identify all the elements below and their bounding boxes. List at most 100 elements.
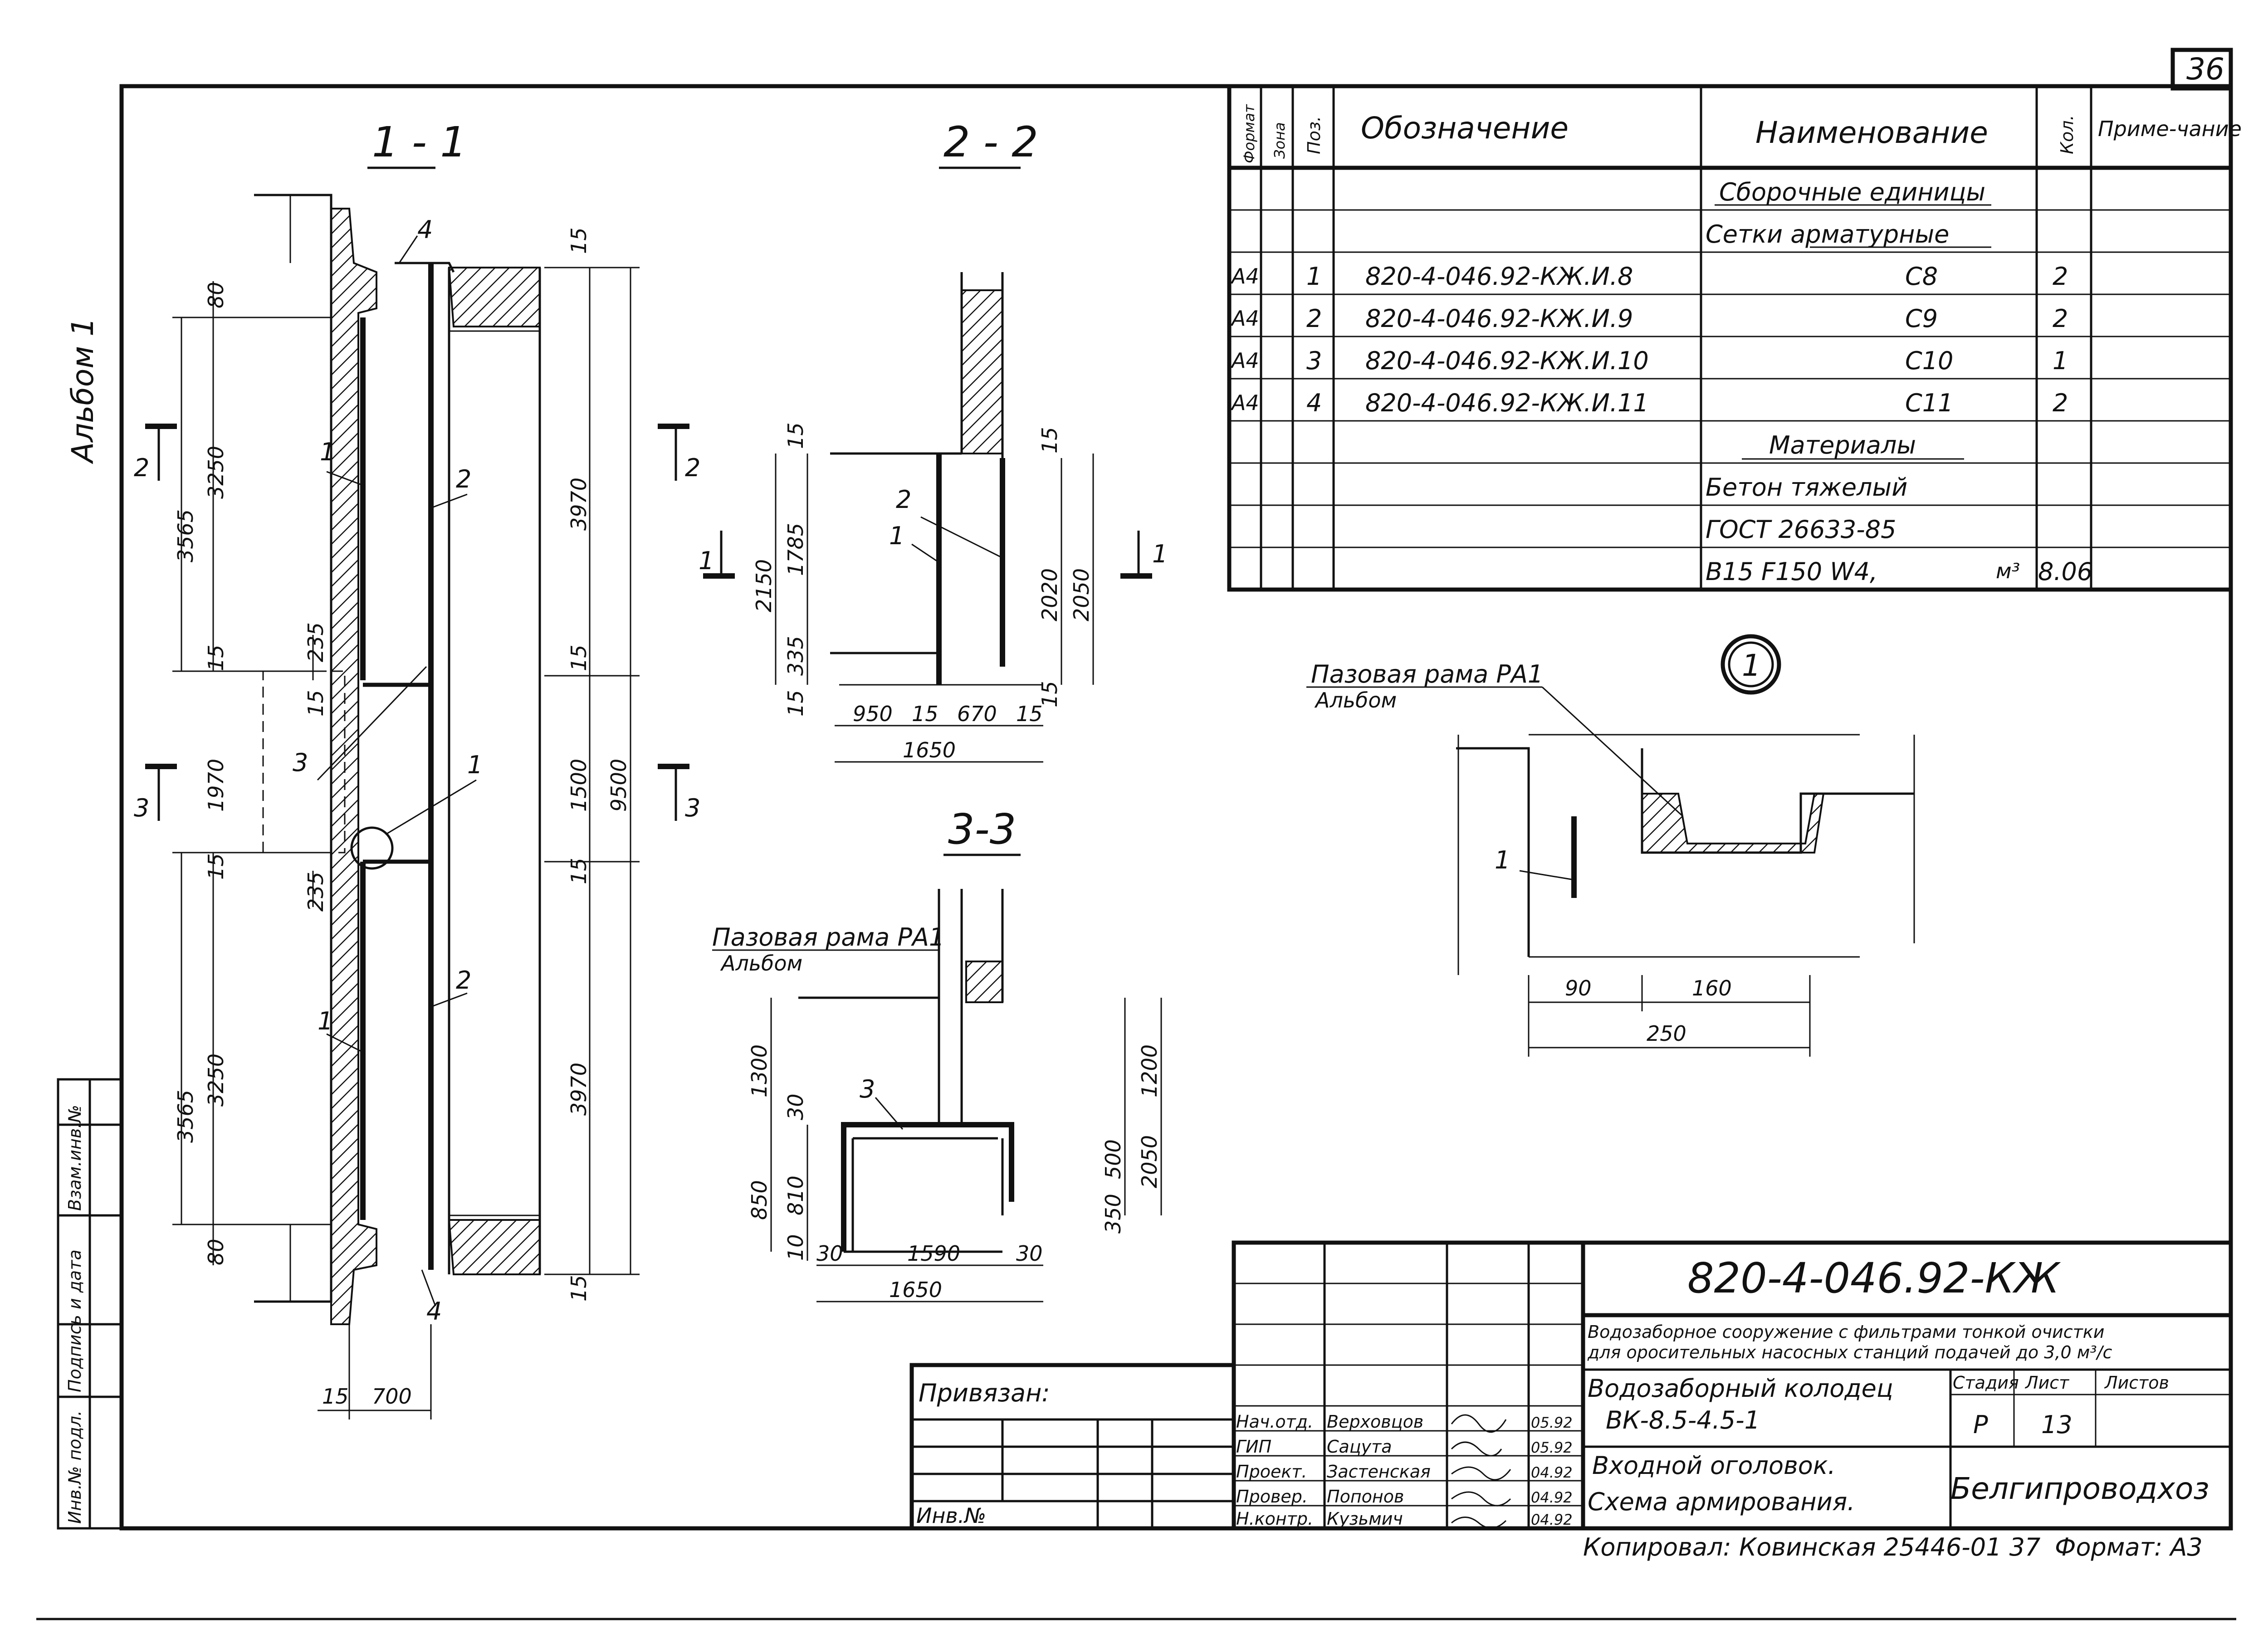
album-label: Альбом 1 — [65, 317, 100, 464]
cut-22-1-right: 1 — [1152, 540, 1168, 568]
th-designation: Обозначение — [1361, 111, 1569, 146]
role-date-4: 04.92 — [1531, 1511, 1573, 1528]
dim-11-3250-bottom: 3250 — [204, 1054, 228, 1107]
dim-11-15-b: 15 — [303, 690, 328, 717]
spec-row-8-name: ГОСТ 26633-85 — [1706, 515, 1896, 544]
spec-row-9-name: В15 F150 W4, — [1706, 557, 1877, 586]
dim-33-810: 810 — [783, 1176, 808, 1215]
spec-row-4-name: С10 — [1905, 346, 1953, 375]
spec-row-4-format: А4 — [1230, 348, 1259, 373]
cut-11-3-left: 3 — [134, 794, 149, 822]
th-qty: Кол. — [2057, 115, 2077, 154]
dim-33-30-a: 30 — [783, 1093, 808, 1120]
left-stamp — [57, 1078, 123, 1530]
spec-row-7-name: Бетон тяжелый — [1706, 473, 1907, 502]
pos-11-2-top: 2 — [456, 465, 471, 493]
pos-11-1-mid: 1 — [467, 751, 483, 779]
dim-33-1650: 1650 — [889, 1278, 942, 1302]
spec-unit: м³ — [1996, 559, 2020, 583]
dim-33-30-b: 30 — [816, 1241, 843, 1266]
spec-row-4-designation: 820-4-046.92-КЖ.И.10 — [1365, 346, 1649, 375]
spec-row-5-name: С11 — [1905, 389, 1953, 417]
dim-11-80-bottom: 80 — [204, 1239, 228, 1265]
attached-label: Привязан: — [919, 1379, 1050, 1407]
dim-11-15-a: 15 — [204, 644, 228, 671]
role-date-2: 04.92 — [1531, 1464, 1573, 1481]
sheets-label: Листов — [2104, 1373, 2169, 1393]
dim-22-335: 335 — [783, 636, 808, 676]
dim-11-235-b: 235 — [303, 872, 328, 912]
role-date-3: 04.92 — [1531, 1489, 1573, 1506]
role-name-2: Застенская — [1327, 1462, 1431, 1482]
object-line-1: Водозаборный колодец — [1588, 1374, 1893, 1403]
copied-by: Копировал: Ковинская 25446-01 37 — [1583, 1533, 2040, 1561]
dim-11-80-top: 80 — [204, 282, 228, 308]
dim-33-30-c: 30 — [1016, 1241, 1043, 1266]
dim-11-15-r2: 15 — [567, 644, 591, 671]
dim-22-15-e: 15 — [912, 702, 938, 726]
dim-33-10: 10 — [783, 1234, 808, 1261]
spec-row-2-qty: 2 — [2053, 262, 2068, 291]
section-3-3-title: 3-3 — [948, 805, 1016, 854]
role-2: Проект. — [1236, 1462, 1307, 1482]
spec-row-3-designation: 820-4-046.92-КЖ.И.9 — [1365, 304, 1633, 333]
spec-row-4-qty: 1 — [2053, 346, 2068, 375]
dim-11-1970: 1970 — [204, 759, 228, 812]
pos-11-1-top: 1 — [320, 438, 335, 466]
spec-row-5-pos: 4 — [1306, 389, 1322, 417]
detail-dim-90: 90 — [1565, 976, 1592, 1000]
spec-row-2-pos: 1 — [1306, 262, 1322, 291]
pos-11-4-top: 4 — [417, 215, 433, 244]
spec-row-3-name: С9 — [1905, 304, 1938, 333]
role-0: Нач.отд. — [1236, 1412, 1313, 1432]
dim-33-1590: 1590 — [907, 1241, 960, 1266]
dim-22-670: 670 — [957, 702, 997, 726]
cut-11-2-left: 2 — [134, 454, 149, 482]
project-line-1: Водозаборное сооружение с фильтрами тонк… — [1588, 1322, 2104, 1342]
dim-11-3970-r1: 3970 — [567, 478, 591, 531]
dim-33-1300: 1300 — [747, 1044, 772, 1097]
spec-row-2-designation: 820-4-046.92-КЖ.И.8 — [1365, 262, 1633, 291]
dim-22-15-a: 15 — [783, 422, 808, 449]
format-label: Формат: А3 — [2055, 1533, 2203, 1561]
spec-row-5-designation: 820-4-046.92-КЖ.И.11 — [1365, 389, 1649, 417]
pos-22-2: 2 — [896, 485, 911, 514]
object-line-2: ВК-8.5-4.5-1 — [1606, 1406, 1760, 1434]
th-name: Наименование — [1755, 115, 1988, 150]
spec-row-3-pos: 2 — [1306, 304, 1322, 333]
spec-row-4-pos: 3 — [1306, 346, 1322, 375]
spec-row-3-qty: 2 — [2053, 304, 2068, 333]
dim-22-1785: 1785 — [783, 523, 808, 576]
dim-11-3250-top: 3250 — [204, 446, 228, 499]
spec-row-2-format: А4 — [1230, 264, 1259, 288]
pos-22-1: 1 — [889, 522, 904, 550]
dim-22-1650: 1650 — [903, 738, 956, 762]
role-name-1: Сацута — [1327, 1437, 1392, 1457]
dim-11-15-bottom: 15 — [322, 1384, 349, 1409]
dim-11-3565-top: 3565 — [173, 509, 198, 562]
dim-11-700: 700 — [372, 1384, 412, 1409]
project-line-2: для оросительных насосных станций подаче… — [1587, 1342, 2112, 1362]
dim-22-950: 950 — [853, 702, 893, 726]
dim-11-9500: 9500 — [606, 759, 631, 812]
role-date-1: 05.92 — [1531, 1439, 1573, 1456]
stamp-label-inv-replace: Взам.инв.№ — [65, 1105, 85, 1211]
stage-value: Р — [1973, 1410, 1988, 1439]
s33-frame-label: Пазовая рама РА1 — [712, 923, 944, 951]
detail-pos-1: 1 — [1495, 846, 1510, 874]
section-1-1: 1 - 1 — [134, 118, 700, 1419]
spec-table: Формат Зона Поз. Обозначение Наименовани… — [1227, 84, 2242, 592]
role-date-0: 05.92 — [1531, 1414, 1573, 1431]
dim-33-2050: 2050 — [1137, 1135, 1162, 1188]
page-number: 36 — [2186, 52, 2224, 87]
role-name-4: Кузьмич — [1327, 1509, 1403, 1529]
spec-row-5-qty: 2 — [2053, 389, 2068, 417]
dim-22-15-d: 15 — [1037, 681, 1062, 707]
dim-22-15-f: 15 — [1016, 702, 1043, 726]
spec-row-5-format: А4 — [1230, 390, 1259, 415]
dim-11-15-c: 15 — [204, 853, 228, 880]
th-zone: Зона — [1271, 122, 1288, 159]
dim-11-15-r1: 15 — [567, 227, 591, 254]
dim-33-350: 350 — [1101, 1194, 1125, 1234]
spec-row-0-name: Сборочные единицы — [1719, 178, 1985, 206]
